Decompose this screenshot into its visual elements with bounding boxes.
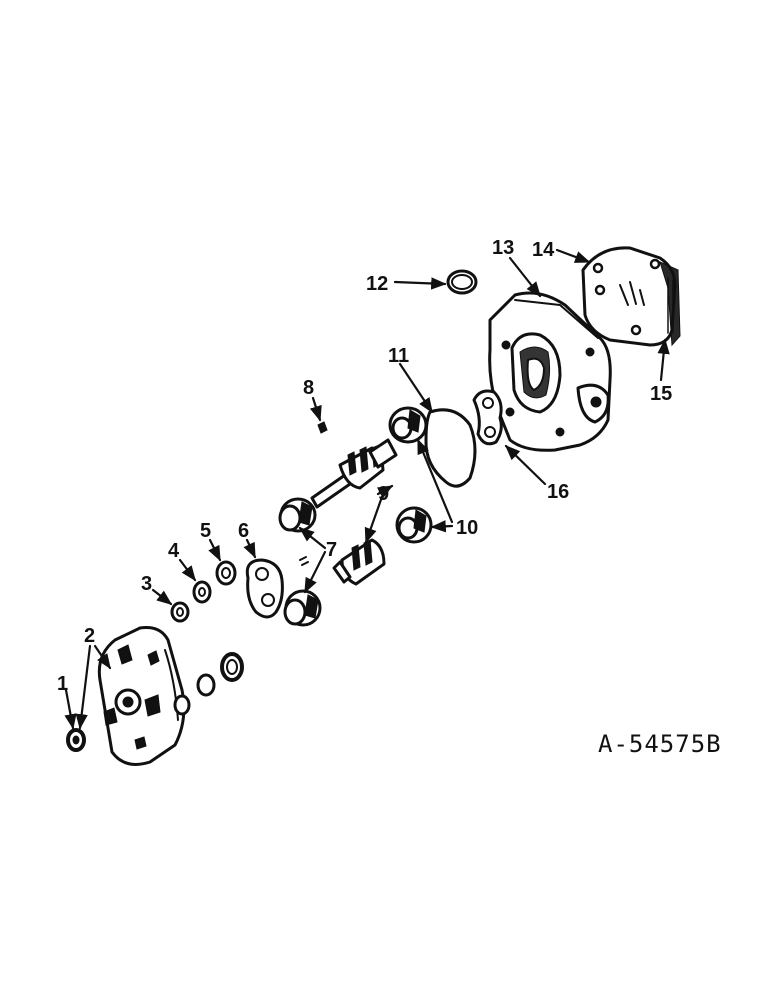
callout-11: 11 [388,345,409,367]
callout-9: 9 [378,483,389,505]
reference-code: A-54575B [598,730,722,758]
callout-10: 10 [456,517,478,539]
seal-part-1 [66,728,86,752]
driven-gear-part-9 [332,538,386,586]
o-ring-part-12 [446,269,478,295]
washer-part-3 [170,601,190,623]
callout-12: 12 [366,273,388,295]
callout-13: 13 [492,237,514,259]
callout-15: 15 [650,383,672,405]
callout-6: 6 [238,520,249,542]
callout-2: 2 [84,625,95,647]
dowel-pin [299,556,309,566]
leader-lines [64,248,670,730]
key-part-8 [317,421,328,434]
cover-plate-part-14 [581,246,681,347]
washers-lower [173,652,244,716]
washer-part-4 [192,580,212,604]
callout-3: 3 [141,573,152,595]
bearing-part-10-lower [395,506,433,544]
callout-8: 8 [303,377,314,399]
callout-4: 4 [168,540,180,562]
seal-ring-part-11 [424,408,477,488]
bearing-part-7-lower [283,589,322,627]
washer-part-5 [215,560,237,586]
callout-16: 16 [547,481,569,503]
callout-7: 7 [326,539,337,561]
gasket-part-16 [472,389,503,446]
pump-body-part-13 [488,291,612,452]
bearing-part-7-upper [278,497,317,533]
callout-1: 1 [57,673,68,695]
gasket-part-6 [245,558,284,619]
callout-5: 5 [200,520,211,542]
callout-14: 14 [532,239,555,261]
end-plate [97,626,186,766]
bearing-part-10-upper [388,406,428,444]
callout-labels: 1 2 3 4 5 6 7 8 9 10 11 12 13 14 15 16 [57,237,672,695]
drive-gear-shaft-part-9 [310,438,398,509]
